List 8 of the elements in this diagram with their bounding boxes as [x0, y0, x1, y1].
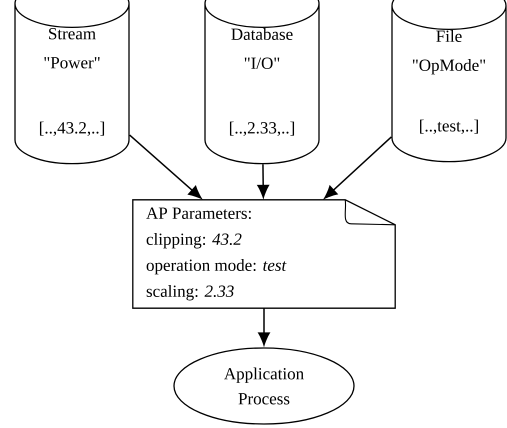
arrow	[324, 136, 392, 199]
arrow	[258, 308, 270, 346]
note-box: AP Parameters: clipping: 43.2 operation mode: test scaling: 2.33	[132, 199, 396, 309]
database-cylinder: Database "I/O" [..,2.33,..]	[204, 0, 320, 164]
database-cylinder: Stream "Power" [..,43.2,..]	[14, 0, 130, 164]
arrow	[257, 164, 270, 198]
arrow	[129, 134, 202, 199]
database-cylinder: File "OpMode" [..,test,..]	[391, 0, 507, 162]
